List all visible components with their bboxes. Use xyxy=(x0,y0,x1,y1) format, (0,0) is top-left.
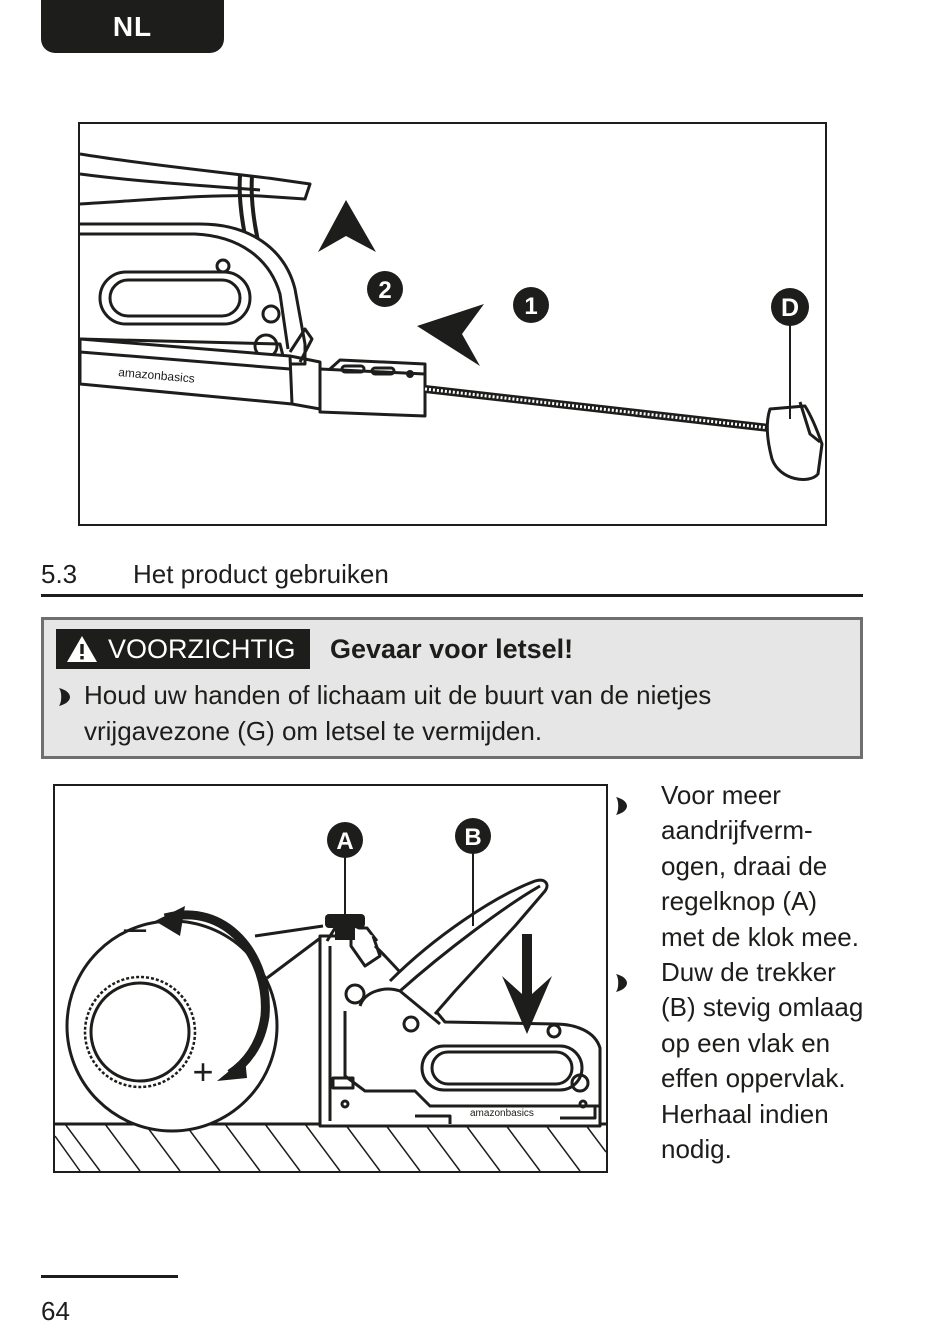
footer-rule xyxy=(41,1275,178,1278)
plus-label: + xyxy=(192,1051,213,1092)
section-heading: 5.3 Het product gebruiken xyxy=(41,557,863,597)
svg-text:1: 1 xyxy=(524,293,537,320)
figure-power-adjustment-drawing: – + amazonbasics A B xyxy=(55,818,606,1171)
marker-part-a: A xyxy=(327,822,363,858)
page-number: 64 xyxy=(41,1296,70,1326)
section-number: 5.3 xyxy=(41,559,78,589)
brand-label: amazonbasics xyxy=(470,1108,534,1119)
warning-text: Houd uw handen of lichaam uit de buurt v… xyxy=(84,680,712,746)
list-item: Duw de trekker (B) stevig omlaag op een … xyxy=(615,955,865,1167)
instruction-text: Duw de trekker (B) stevig omlaag op een … xyxy=(661,957,864,1165)
warning-box: VOORZICHTIG Gevaar voor letsel! Houd uw … xyxy=(41,617,863,759)
language-tab: NL xyxy=(41,0,224,53)
minus-label: – xyxy=(124,906,147,950)
svg-text:B: B xyxy=(464,824,481,851)
bullet-icon xyxy=(58,688,70,706)
warning-title: Gevaar voor letsel! xyxy=(330,634,574,664)
bullet-icon xyxy=(615,789,627,824)
warning-label: VOORZICHTIG xyxy=(56,629,310,669)
bullet-icon xyxy=(615,966,627,1001)
warning-label-text: VOORZICHTIG xyxy=(108,633,296,664)
list-item: Voor meer aandrijfverm-ogen, draai de re… xyxy=(615,778,865,955)
language-label: NL xyxy=(112,10,153,42)
marker-part-b: B xyxy=(455,818,491,854)
brand-label: amazonbasics xyxy=(118,365,196,386)
instruction-text: Voor meer aandrijfverm-ogen, draai de re… xyxy=(661,780,859,952)
figure-staple-loading: amazonbasics 2 1 D xyxy=(78,122,827,526)
marker-step-1: 1 xyxy=(513,287,549,323)
svg-text:2: 2 xyxy=(378,277,391,304)
svg-text:A: A xyxy=(336,828,353,855)
marker-part-d: D xyxy=(771,288,809,326)
warning-triangle-icon xyxy=(66,635,98,663)
marker-step-2: 2 xyxy=(367,271,403,307)
figure-power-adjustment: – + amazonbasics A B xyxy=(53,784,608,1173)
section-title: Het product gebruiken xyxy=(133,559,389,589)
instruction-list: Voor meer aandrijfverm-ogen, draai de re… xyxy=(615,778,865,1167)
figure-staple-loading-drawing: amazonbasics 2 1 D xyxy=(80,152,824,481)
svg-text:D: D xyxy=(781,294,799,322)
